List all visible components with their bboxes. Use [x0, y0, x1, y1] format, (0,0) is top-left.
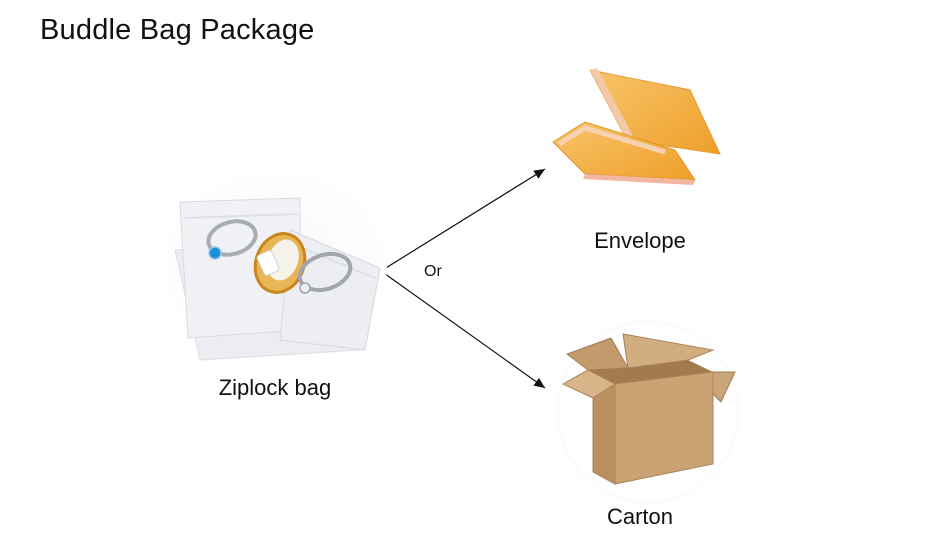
bubble-envelope-icon [552, 68, 721, 185]
carton-label: Carton [606, 504, 674, 529]
arrow-to-carton [380, 270, 546, 389]
arrow-to-envelope [380, 168, 546, 272]
ziplock-bag-icon [163, 170, 387, 361]
or-label: Or [424, 263, 442, 280]
page-title: Buddle Bag Package [40, 14, 315, 46]
envelope-label: Envelope [594, 228, 686, 253]
carton-box-icon [556, 320, 740, 504]
ziplock-bag-label: Ziplock bag [218, 375, 332, 400]
